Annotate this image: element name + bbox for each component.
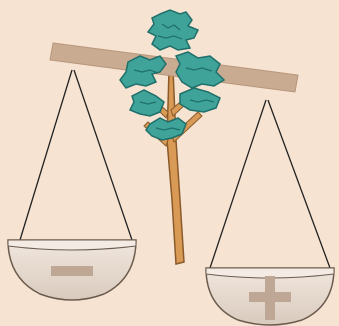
left-pan-rim xyxy=(8,240,136,250)
minus-symbol xyxy=(51,266,93,276)
